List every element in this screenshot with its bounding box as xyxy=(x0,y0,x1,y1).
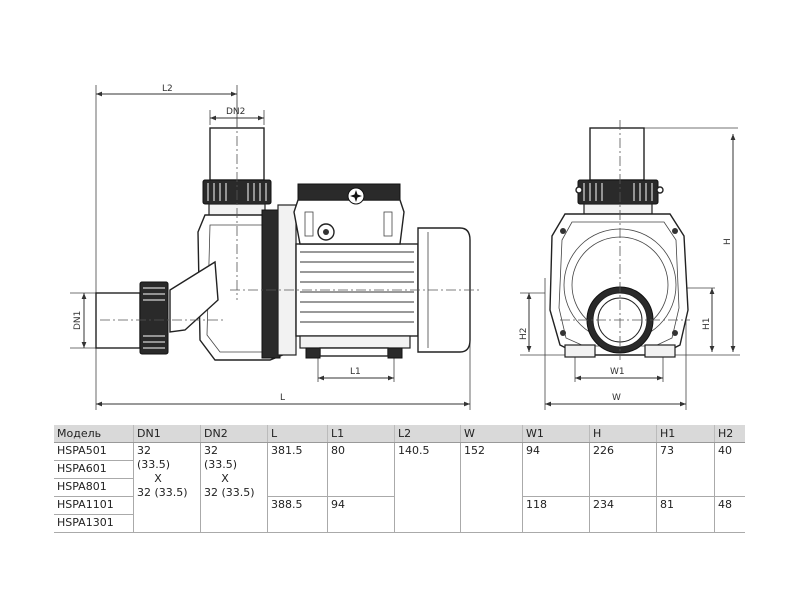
header-dn2: DN2 xyxy=(200,425,268,443)
h2-group-b: 48 xyxy=(714,496,745,533)
h-group-a: 226 xyxy=(589,442,657,497)
model-name: HSPA601 xyxy=(54,460,134,479)
front-view: H H1 H2 W1 W xyxy=(519,120,740,410)
h2-group-a: 40 xyxy=(714,442,745,497)
header-dn1: DN1 xyxy=(133,425,201,443)
h-label: H xyxy=(723,238,733,245)
l-group-b: 388.5 xyxy=(267,496,328,533)
w1-label: W1 xyxy=(610,367,625,377)
w-label: W xyxy=(612,393,621,403)
table-row: HSPA1101 388.5 94 118 234 81 48 xyxy=(54,496,745,533)
table-row: HSPA501 32 (33.5) X 32 (33.5) 32 (33.5) … xyxy=(54,442,745,533)
l-label: L xyxy=(280,393,285,403)
h2-label: H2 xyxy=(519,328,529,341)
dn1-label: DN1 xyxy=(73,311,83,330)
header-l: L xyxy=(267,425,328,443)
table-row: HSPA1301 xyxy=(54,514,745,533)
header-l2: L2 xyxy=(394,425,461,443)
dn2-line1: 32 xyxy=(204,444,218,457)
model-name: HSPA1301 xyxy=(54,514,134,533)
side-view: L2 DN2 DN1 L1 L xyxy=(70,84,480,410)
header-h: H xyxy=(589,425,657,443)
l2-shared: 140.5 xyxy=(394,442,461,533)
header-w: W xyxy=(460,425,523,443)
h-group-b: 234 xyxy=(589,496,657,533)
h1-group-b: 81 xyxy=(656,496,715,533)
l-group-a: 381.5 xyxy=(267,442,328,497)
dn1-line3: X xyxy=(154,472,162,485)
dn2-cell: 32 (33.5) X 32 (33.5) xyxy=(200,442,268,533)
header-model: Модель xyxy=(54,425,134,443)
spec-table-header-row: Модель DN1 DN2 L L1 L2 W W1 H H1 H2 xyxy=(54,425,745,443)
w1-group-a: 94 xyxy=(522,442,590,497)
l1-label: L1 xyxy=(350,367,361,377)
dn1-line1: 32 xyxy=(137,444,151,457)
l1-group-a: 80 xyxy=(327,442,395,497)
h1-label: H1 xyxy=(702,318,712,331)
model-name: HSPA1101 xyxy=(54,496,134,515)
dn2-line3: X xyxy=(221,472,229,485)
dn1-cell: 32 (33.5) X 32 (33.5) xyxy=(133,442,201,533)
l1-group-b: 94 xyxy=(327,496,395,533)
dn2-line2: (33.5) xyxy=(204,458,238,471)
w-shared: 152 xyxy=(460,442,523,533)
table-row: HSPA801 xyxy=(54,478,745,497)
w1-group-b: 118 xyxy=(522,496,590,533)
header-w1: W1 xyxy=(522,425,590,443)
header-l1: L1 xyxy=(327,425,395,443)
model-name: HSPA801 xyxy=(54,478,134,497)
h1-group-a: 73 xyxy=(656,442,715,497)
l2-label: L2 xyxy=(162,84,173,94)
pump-dimension-drawing: L2 DN2 DN1 L1 L xyxy=(70,84,740,410)
dn1-line4: 32 (33.5) xyxy=(137,486,188,499)
model-name: HSPA501 xyxy=(54,442,134,461)
header-h1: H1 xyxy=(656,425,715,443)
table-row: HSPA601 xyxy=(54,460,745,479)
dn2-label: DN2 xyxy=(226,107,245,117)
dn1-line2: (33.5) xyxy=(137,458,171,471)
dn2-line4: 32 (33.5) xyxy=(204,486,255,499)
header-h2: H2 xyxy=(714,425,745,443)
spec-table: Модель DN1 DN2 L L1 L2 W W1 H H1 H2 HSPA… xyxy=(54,425,745,533)
